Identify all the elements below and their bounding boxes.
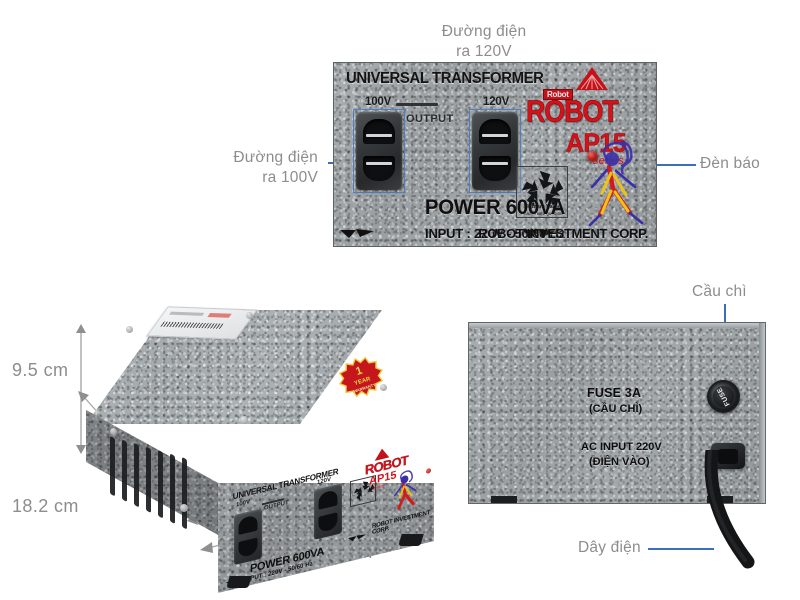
input-rating-label: INPUT : 220V - 50/60 Hz [425,226,565,241]
svg-text:WARRANTY: WARRANTY [353,382,377,394]
rear-panel-right-edge [759,323,765,503]
fuse-holder-cap[interactable]: FUSE [707,380,740,413]
socket-slot-lower [363,156,395,181]
ac-input-label: AC INPUT 220V [581,441,662,453]
annotation-output-120v: Đường điện ra 120V [441,23,527,60]
label-120v: 120V [483,96,510,108]
fuse-rating-label-vn: (CẦU CHÌ) [589,403,643,415]
vietnam-value-arrows-icon [521,170,564,207]
socket-slot-upper [479,119,511,144]
dimension-height-arrow [76,324,86,454]
socket-slot-upper [363,119,395,144]
fuse-rating-label: FUSE 3A [587,386,642,400]
product-socket-100v [234,508,262,566]
product-vietnam-value-logo [350,475,376,508]
robot-wordmark: ROBOT [526,94,619,129]
annotation-indicator-lamp: Đèn báo [700,155,761,172]
ac-input-label-vn: (ĐIỆN VÀO) [589,456,650,468]
vietnam-value-subcaption: THƯƠNG HIỆU QUỐC GIA [520,212,564,216]
vietnam-value-logo: Vietnam Value THƯƠNG HIỆU QUỐC GIA [516,166,568,218]
product-screw [126,326,133,333]
power-cord [704,450,755,569]
power-rating-label: POWER 600VA [424,196,566,219]
dimension-height-label: 9.5 cm [12,360,69,380]
socket-highlight-100v [353,109,405,193]
product-foot [398,534,424,546]
chevron-arrow-icon [522,229,556,238]
power-socket-100v[interactable] [356,112,402,190]
product-screw [180,504,188,512]
cord-strain-relief [711,443,745,469]
product-screw [240,416,248,424]
label-100v: 100V [365,96,392,108]
svg-text:YEAR: YEAR [354,376,372,387]
product-screw [110,428,117,435]
product-indicator-led [426,467,431,475]
chevron-arrow-icon [340,229,374,238]
socket-highlight-120v [469,109,521,193]
product-robot-pyramid-icon [374,448,390,461]
product-athlete-mascot-icon [394,470,417,510]
rear-panel-photo: Cầu chì FUSE 3A (CẦU CHÌ) AC INPUT 220V … [440,283,800,600]
leader-line-power-cord [648,548,714,550]
athlete-mascot-icon [588,140,644,227]
fuse-cap-text: FUSE [715,386,732,407]
indicator-led [587,151,598,162]
front-panel-closeup: UNIVERSAL TRANSFORMER 100V 120V OUTPUT [333,62,657,247]
vietnam-value-caption: Vietnam Value [523,204,561,210]
annotation-fuse: Cầu chì [692,283,747,300]
product-socket-120v [314,483,342,540]
product-screw [380,384,387,391]
product-front-100v: 100V [236,499,251,509]
label-output: OUTPUT [406,113,454,125]
product-front-printing: UNIVERSAL TRANSFORMER 100V 120V OUTPUT [222,431,434,594]
svg-text:1: 1 [354,365,364,378]
rear-panel-top-edge [469,323,765,328]
robot-badge-label: Robot [543,89,573,100]
socket-slot-lower [479,156,511,181]
dimension-depth-label: 18.2 cm [12,496,79,516]
robot-brand-block: Robot ROBOT [526,67,646,129]
annotation-output-100v: Đường điện ra 100V [233,149,318,186]
ventilation-slots [110,436,187,529]
power-socket-120v[interactable] [472,112,518,190]
robot-pyramid-icon [576,67,608,90]
product-chevron-arrow-icon [348,534,366,542]
panel-divider-dash [396,103,438,106]
fuse-cap-inner: FUSE [713,386,734,407]
product-screw [246,312,253,319]
leader-line-indicator [628,164,696,166]
rear-foot [491,496,517,503]
annotation-power-cord: Dây điện [578,539,641,556]
product-foot [226,576,252,588]
corporation-label: ROBOT INVESTMENT CORP. [478,226,648,241]
front-panel-title: UNIVERSAL TRANSFORMER [346,70,544,87]
warranty-seal-icon: 1 YEAR WARRANTY [338,356,384,398]
product-dimension-photo: 9.5 cm 18.2 cm 14.2 cm [0,296,440,596]
